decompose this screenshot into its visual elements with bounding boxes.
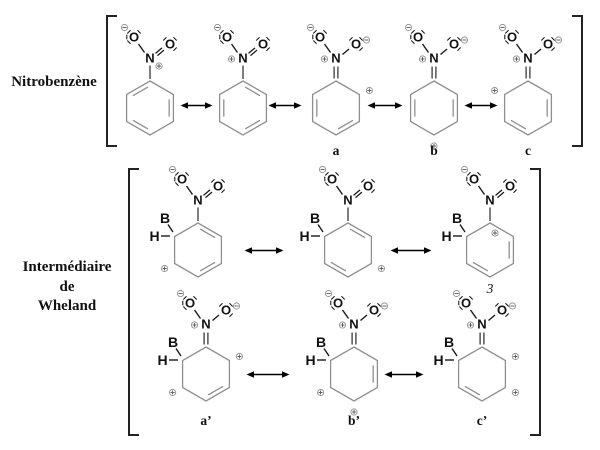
svg-text:O: O	[222, 30, 232, 45]
svg-text:N: N	[343, 193, 352, 208]
bracket-wheland-right	[530, 168, 541, 436]
svg-text:O: O	[315, 30, 325, 45]
resonance-arrow	[384, 371, 424, 378]
svg-text:O: O	[213, 179, 223, 194]
svg-text:O: O	[507, 30, 517, 45]
svg-text:N: N	[523, 51, 532, 66]
svg-text:O: O	[351, 37, 361, 52]
svg-text:N: N	[477, 317, 486, 332]
svg-text:B: B	[310, 210, 320, 226]
svg-text:O: O	[129, 30, 139, 45]
structure-s2: NO O	[213, 23, 271, 136]
structure-a-prime: NO O BHa’	[157, 289, 244, 428]
svg-text:N: N	[485, 193, 494, 208]
svg-text:H: H	[157, 352, 167, 368]
structure-w1: NO O BH	[149, 165, 226, 278]
svg-text:N: N	[201, 317, 210, 332]
svg-text:O: O	[363, 179, 373, 194]
structure-w2: NO O BH	[299, 165, 386, 278]
svg-text:N: N	[349, 317, 358, 332]
bracket-nitrobenzene-left	[106, 15, 117, 147]
svg-text:O: O	[469, 172, 479, 187]
wheland-label-line1: Intermédiaire	[22, 259, 112, 275]
bracket-wheland-left	[128, 168, 139, 436]
structure-w3: NO O BH 3	[441, 165, 518, 296]
structure-c-prime: NO O BHc’	[433, 289, 520, 428]
resonance-arrow	[180, 102, 213, 109]
svg-text:O: O	[327, 172, 337, 187]
svg-text:B: B	[444, 334, 454, 350]
svg-text:H: H	[441, 228, 451, 244]
svg-text:c: c	[525, 143, 531, 158]
svg-text:N: N	[331, 51, 340, 66]
svg-text:B: B	[452, 210, 462, 226]
resonance-arrow	[246, 371, 290, 378]
svg-text:O: O	[221, 303, 231, 318]
svg-text:O: O	[505, 179, 515, 194]
svg-text:N: N	[145, 51, 154, 66]
svg-text:b: b	[430, 143, 438, 158]
svg-text:O: O	[413, 30, 423, 45]
resonance-arrow	[268, 102, 302, 109]
resonance-arrow	[367, 102, 403, 109]
structure-a: NO Oa	[306, 23, 374, 158]
svg-text:b’: b’	[348, 413, 360, 428]
wheland-label-line3: Wheland	[37, 298, 97, 314]
svg-text:B: B	[168, 334, 178, 350]
nitrobenzene-label: Nitrobenzène	[11, 74, 97, 90]
svg-text:O: O	[461, 296, 471, 311]
svg-text:O: O	[258, 37, 268, 52]
svg-text:3: 3	[486, 281, 494, 296]
resonance-arrow	[464, 102, 498, 109]
resonance-arrow	[244, 247, 284, 254]
wheland-label: Intermédiaire de Wheland	[8, 258, 126, 317]
svg-text:B: B	[160, 210, 170, 226]
resonance-arrow	[390, 247, 432, 254]
svg-text:N: N	[429, 51, 438, 66]
structure-s1: NO O	[120, 23, 178, 136]
svg-text:O: O	[177, 172, 187, 187]
svg-text:H: H	[149, 228, 159, 244]
svg-text:H: H	[305, 352, 315, 368]
svg-text:N: N	[238, 51, 247, 66]
svg-text:O: O	[497, 303, 507, 318]
structure-c: NO Oc	[491, 23, 563, 158]
wheland-label-line2: de	[59, 278, 75, 295]
svg-text:O: O	[449, 37, 459, 52]
svg-text:O: O	[185, 296, 195, 311]
structure-b-prime: NO O BHb’	[305, 289, 389, 428]
svg-text:N: N	[193, 193, 202, 208]
svg-text:O: O	[543, 37, 553, 52]
svg-text:O: O	[369, 303, 379, 318]
svg-text:c’: c’	[477, 413, 488, 428]
svg-text:H: H	[299, 228, 309, 244]
svg-text:O: O	[333, 296, 343, 311]
svg-text:O: O	[165, 37, 175, 52]
bracket-nitrobenzene-right	[572, 15, 583, 147]
svg-text:a’: a’	[200, 413, 211, 428]
svg-text:B: B	[316, 334, 326, 350]
svg-text:a: a	[333, 143, 340, 158]
svg-text:H: H	[433, 352, 443, 368]
structure-b: NO Ob	[404, 23, 469, 158]
